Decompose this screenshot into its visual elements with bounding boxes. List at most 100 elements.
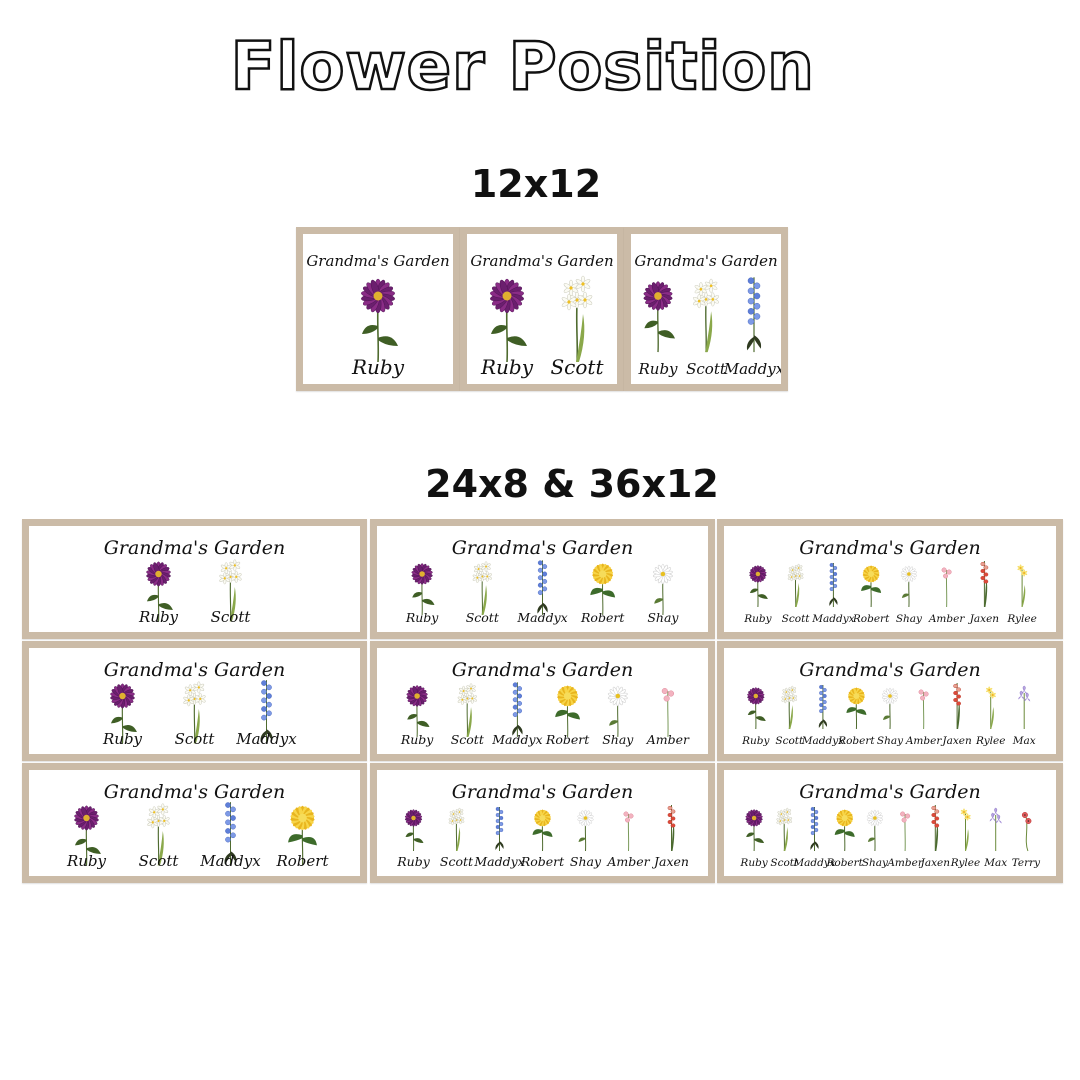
pink-carnation-flower bbox=[900, 811, 911, 852]
name-label: Scott bbox=[550, 355, 604, 379]
purple-aster-flower bbox=[361, 278, 398, 363]
name-label: Maddyx bbox=[491, 732, 542, 747]
yellow-chrysanthemum-flower bbox=[532, 809, 553, 852]
name-label: Jaxen bbox=[651, 854, 689, 869]
purple-aster-flower bbox=[110, 683, 137, 744]
blue-larkspur-flower bbox=[224, 802, 237, 866]
white-daisy-flower bbox=[577, 809, 594, 852]
panel-title: Grandma's Garden bbox=[799, 537, 981, 559]
name-label: Ruby bbox=[138, 608, 179, 626]
white-daisy-flower bbox=[900, 565, 917, 608]
name-label: Robert bbox=[852, 613, 890, 625]
purple-aster-flower bbox=[747, 687, 766, 730]
name-label: Ruby bbox=[743, 613, 772, 625]
name-label: Scott bbox=[139, 852, 180, 870]
name-label: Max bbox=[983, 857, 1007, 869]
red-gladiolus-flower bbox=[667, 805, 676, 851]
red-poppy-flower bbox=[1021, 812, 1032, 852]
page-title: Flower Position bbox=[229, 27, 815, 107]
name-label: Maddyx bbox=[473, 854, 524, 869]
white-daisy-flower bbox=[607, 685, 628, 737]
name-label: Robert bbox=[825, 857, 863, 869]
yellow-daffodil-flower bbox=[1017, 564, 1028, 607]
name-label: Jaxen bbox=[940, 735, 972, 747]
name-label: Rylee bbox=[950, 857, 980, 869]
purple-aster-flower bbox=[643, 281, 675, 353]
name-label: Maddyx bbox=[811, 613, 854, 625]
name-label: Amber bbox=[646, 732, 690, 747]
white-narcissus-flower bbox=[147, 803, 170, 866]
yellow-chrysanthemum-flower bbox=[834, 809, 855, 852]
red-gladiolus-flower bbox=[980, 561, 989, 607]
panel-title: Grandma's Garden bbox=[452, 781, 634, 803]
name-label: Amber bbox=[886, 857, 923, 869]
section-title-12x12: 12x12 bbox=[470, 162, 602, 206]
name-label: Rylee bbox=[975, 735, 1005, 747]
name-label: Scott bbox=[175, 730, 216, 748]
name-label: Scott bbox=[211, 608, 252, 626]
panel-title: Grandma's Garden bbox=[452, 537, 634, 559]
yellow-chrysanthemum-flower bbox=[590, 563, 616, 615]
blue-larkspur-flower bbox=[495, 806, 504, 851]
white-narcissus-flower bbox=[457, 683, 477, 737]
panel-title: Grandma's Garden bbox=[104, 537, 286, 559]
name-label: Amber bbox=[928, 613, 965, 625]
name-label: Ruby bbox=[637, 360, 678, 378]
yellow-daffodil-flower bbox=[986, 686, 996, 729]
red-gladiolus-flower bbox=[953, 683, 961, 729]
name-label: Amber bbox=[606, 854, 650, 869]
purple-aster-flower bbox=[146, 561, 173, 622]
white-narcissus-flower bbox=[472, 561, 492, 615]
violet-iris-flower bbox=[1018, 685, 1031, 729]
panel-title: Grandma's Garden bbox=[470, 252, 613, 270]
name-label: Maddyx bbox=[516, 610, 567, 625]
name-label: Shay bbox=[862, 857, 889, 869]
panel-title: Grandma's Garden bbox=[634, 252, 777, 270]
name-label: Ruby bbox=[102, 730, 143, 748]
name-label: Maddyx bbox=[723, 360, 781, 378]
white-narcissus-flower bbox=[448, 807, 465, 852]
name-label: Scott bbox=[770, 857, 799, 869]
name-label: Shay bbox=[877, 735, 904, 747]
purple-aster-flower bbox=[404, 809, 424, 852]
name-label: Jaxen bbox=[968, 613, 1000, 625]
red-gladiolus-flower bbox=[931, 805, 940, 851]
name-label: Ruby bbox=[741, 735, 770, 747]
blue-larkspur-flower bbox=[829, 562, 838, 607]
name-label: Robert bbox=[520, 854, 565, 869]
name-label: Amber bbox=[905, 735, 942, 747]
yellow-chrysanthemum-flower bbox=[555, 685, 580, 737]
name-label: Scott bbox=[440, 854, 474, 869]
blue-larkspur-flower bbox=[512, 682, 523, 737]
name-label: Ruby bbox=[405, 610, 439, 625]
name-label: Robert bbox=[545, 732, 590, 747]
pink-carnation-flower bbox=[941, 567, 952, 608]
yellow-chrysanthemum-flower bbox=[846, 687, 867, 730]
white-narcissus-flower bbox=[692, 278, 720, 353]
name-label: Ruby bbox=[739, 857, 768, 869]
panel-title: Grandma's Garden bbox=[104, 659, 286, 681]
panel-title: Grandma's Garden bbox=[799, 659, 981, 681]
violet-iris-flower bbox=[989, 807, 1002, 851]
name-label: Shay bbox=[896, 613, 923, 625]
white-narcissus-flower bbox=[776, 807, 793, 852]
pink-carnation-flower bbox=[661, 688, 675, 737]
panel-title: Grandma's Garden bbox=[452, 659, 634, 681]
blue-larkspur-flower bbox=[818, 684, 828, 729]
